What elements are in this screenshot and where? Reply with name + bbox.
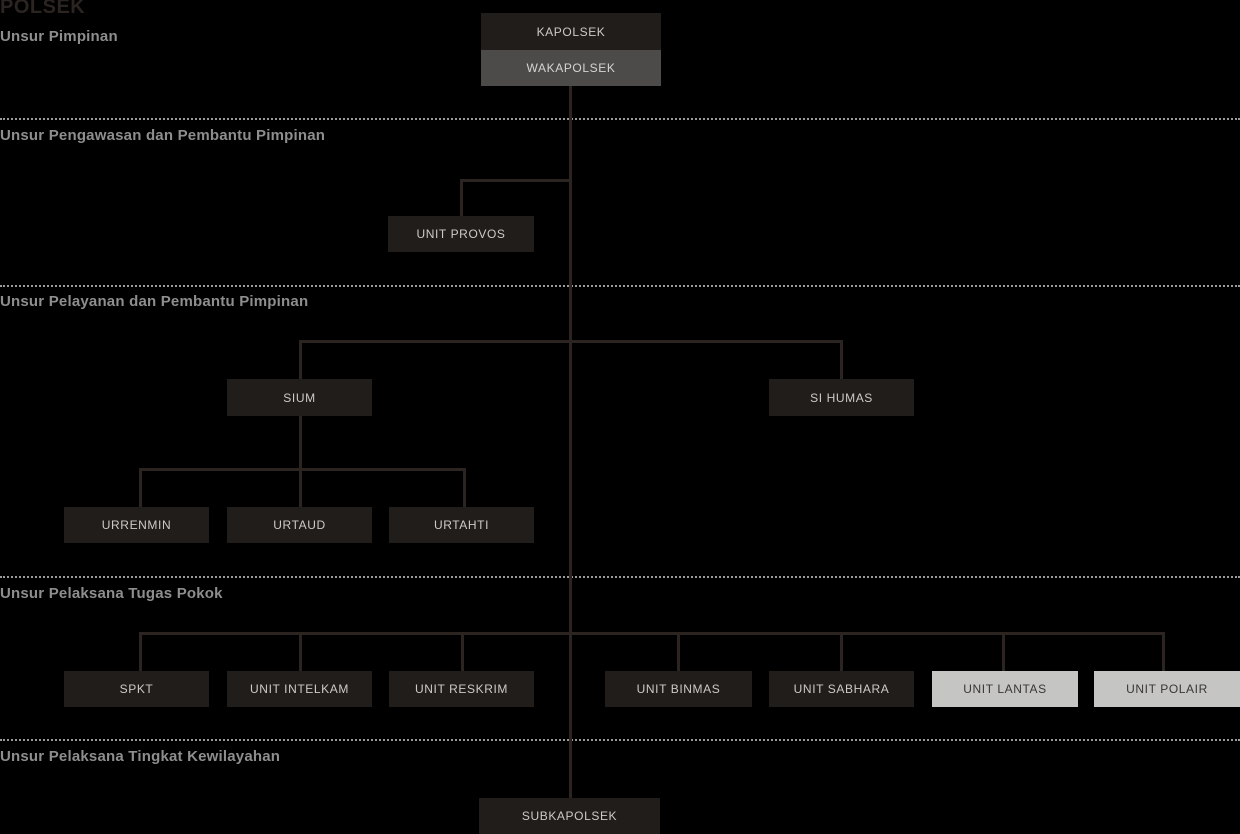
section-label-unsur-pelayanan-pembantu-pimpinan: Unsur Pelayanan dan Pembantu Pimpinan: [0, 293, 309, 310]
section-divider-1: [0, 118, 1240, 120]
connector-lantas-vertical: [1002, 632, 1005, 671]
trunk-line: [569, 86, 572, 800]
node-si-humas[interactable]: SI HUMAS: [769, 379, 914, 416]
node-urtaud[interactable]: URTAUD: [227, 507, 372, 543]
org-title: POLSEK: [0, 0, 86, 18]
node-unit-binmas[interactable]: UNIT BINMAS: [605, 671, 752, 707]
connector-polair-vertical: [1162, 632, 1165, 671]
section-divider-2: [0, 285, 1240, 287]
node-urrenmin[interactable]: URRENMIN: [64, 507, 209, 543]
node-unit-reskrim[interactable]: UNIT RESKRIM: [389, 671, 534, 707]
connector-pelaksana-horizontal: [139, 632, 1165, 635]
section-label-unsur-pelaksana-tingkat-kewilayahan: Unsur Pelaksana Tingkat Kewilayahan: [0, 748, 281, 765]
node-unit-lantas[interactable]: UNIT LANTAS: [932, 671, 1078, 707]
node-unit-polair[interactable]: UNIT POLAIR: [1094, 671, 1240, 707]
connector-urtahti-vertical: [463, 468, 466, 507]
connector-pelayanan-horizontal: [299, 340, 843, 343]
connector-provos-horizontal: [460, 179, 572, 182]
connector-binmas-vertical: [677, 632, 680, 671]
section-divider-3: [0, 576, 1240, 578]
node-spkt[interactable]: SPKT: [64, 671, 209, 707]
connector-intelkam-vertical: [299, 632, 302, 671]
connector-reskrim-vertical: [461, 632, 464, 671]
node-urtahti[interactable]: URTAHTI: [389, 507, 534, 543]
connector-sium-vertical: [299, 340, 302, 380]
connector-ur-horizontal: [139, 468, 466, 471]
section-divider-4: [0, 739, 1240, 741]
section-label-unsur-pimpinan: Unsur Pimpinan: [0, 28, 118, 45]
connector-spkt-vertical: [139, 632, 142, 671]
node-subkapolsek[interactable]: SUBKAPOLSEK: [479, 798, 660, 834]
node-unit-intelkam[interactable]: UNIT INTELKAM: [227, 671, 372, 707]
connector-sabhara-vertical: [840, 632, 843, 671]
connector-sihumas-vertical: [840, 340, 843, 380]
section-label-unsur-pengawasan-pembantu-pimpinan: Unsur Pengawasan dan Pembantu Pimpinan: [0, 127, 326, 144]
node-sium[interactable]: SIUM: [227, 379, 372, 416]
node-kapolsek[interactable]: KAPOLSEK: [481, 13, 661, 50]
section-label-unsur-pelaksana-tugas-pokok: Unsur Pelaksana Tugas Pokok: [0, 585, 223, 602]
node-wakapolsek[interactable]: WAKAPOLSEK: [481, 50, 661, 86]
node-unit-sabhara[interactable]: UNIT SABHARA: [769, 671, 914, 707]
connector-urrenmin-vertical: [139, 468, 142, 507]
node-unit-provos[interactable]: UNIT PROVOS: [388, 216, 534, 252]
connector-sium-down: [299, 415, 302, 507]
connector-provos-vertical: [460, 179, 463, 217]
